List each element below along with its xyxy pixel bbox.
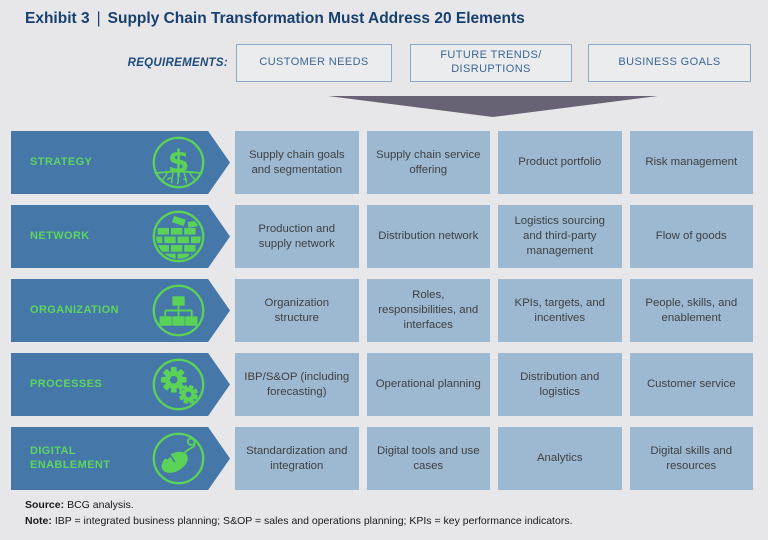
matrix-row-network: NETWORK Production and supply (0, 205, 768, 268)
row-arrow-network: NETWORK (11, 205, 230, 268)
source-line: Source:BCG analysis. (25, 498, 572, 514)
matrix-row-processes: PROCESSES (0, 353, 768, 416)
row-cells: IBP/S&OP (including forecasting) Operati… (235, 353, 753, 416)
element-cell: Organization structure (235, 279, 359, 342)
element-cell: Production and supply network (235, 205, 359, 268)
row-label: DIGITAL ENABLEMENT (30, 444, 111, 471)
brick-wall-icon (150, 208, 207, 265)
element-cell: Operational planning (366, 353, 490, 416)
title-text: Supply Chain Transformation Must Address… (107, 10, 525, 27)
element-cell: People, skills, and enablement (629, 279, 753, 342)
funnel-arrow-shape (328, 96, 658, 117)
matrix-row-strategy: STRATEGY $ Supply chain goals and segmen… (0, 131, 768, 194)
element-cell: Roles, responsibilities, and interfaces (366, 279, 490, 342)
element-cell: Distribution and logistics (498, 353, 622, 416)
page-title: Exhibit 3 | Supply Chain Transformation Mu… (25, 10, 525, 28)
row-arrow-processes: PROCESSES (11, 353, 230, 416)
source-label: Source: (25, 499, 65, 511)
element-cell: Supply chain service offering (366, 131, 490, 194)
requirements-label: REQUIREMENTS: (127, 57, 228, 69)
row-cells: Supply chain goals and segmentation Supp… (235, 131, 753, 194)
note-line: Note:IBP = integrated business planning;… (25, 514, 572, 530)
element-cell: Flow of goods (629, 205, 753, 268)
element-cell: Customer service (629, 353, 753, 416)
gears-icon (150, 356, 207, 413)
exhibit-number: Exhibit 3 (25, 10, 90, 27)
row-label: PROCESSES (30, 377, 103, 390)
row-cells: Standardization and integration Digital … (235, 427, 753, 490)
element-cell: IBP/S&OP (including forecasting) (235, 353, 359, 416)
element-cell: Standardization and integration (235, 427, 359, 490)
requirement-box-future-trends: FUTURE TRENDS/ DISRUPTIONS (410, 44, 572, 82)
element-cell: Distribution network (366, 205, 490, 268)
element-cell: Analytics (498, 427, 622, 490)
row-arrow-strategy: STRATEGY $ (11, 131, 230, 194)
row-arrow-organization: ORGANIZATION (11, 279, 230, 342)
element-cell: Digital skills and resources (629, 427, 753, 490)
computer-mouse-icon (150, 430, 207, 487)
row-label: ORGANIZATION (30, 303, 119, 316)
row-label: NETWORK (30, 229, 90, 242)
source-text: BCG analysis. (67, 499, 134, 511)
requirement-box-business-goals: BUSINESS GOALS (588, 44, 751, 82)
row-cells: Production and supply network Distributi… (235, 205, 753, 268)
element-cell: Digital tools and use cases (366, 427, 490, 490)
row-cells: Organization structure Roles, responsibi… (235, 279, 753, 342)
matrix-row-organization: ORGANIZATION Organization struct (0, 279, 768, 342)
element-cell: Risk management (629, 131, 753, 194)
element-cell: Product portfolio (498, 131, 622, 194)
matrix-row-digital-enablement: DIGITAL ENABLEMENT Standardization and i… (0, 427, 768, 490)
note-text: IBP = integrated business planning; S&OP… (54, 514, 573, 527)
element-cell: Supply chain goals and segmentation (235, 131, 359, 194)
row-arrow-digital-enablement: DIGITAL ENABLEMENT (11, 427, 230, 490)
title-divider: | (96, 10, 101, 27)
row-label: STRATEGY (30, 155, 93, 168)
money-plant-icon: $ (150, 134, 207, 191)
element-cell: KPIs, targets, and incentives (498, 279, 622, 342)
org-chart-icon (150, 282, 207, 339)
footnotes: Source:BCG analysis. Note:IBP = integrat… (25, 498, 572, 530)
element-cell: Logistics sourcing and third-party manag… (498, 205, 622, 268)
note-label: Note: (25, 514, 52, 527)
requirement-box-customer-needs: CUSTOMER NEEDS (236, 44, 392, 82)
